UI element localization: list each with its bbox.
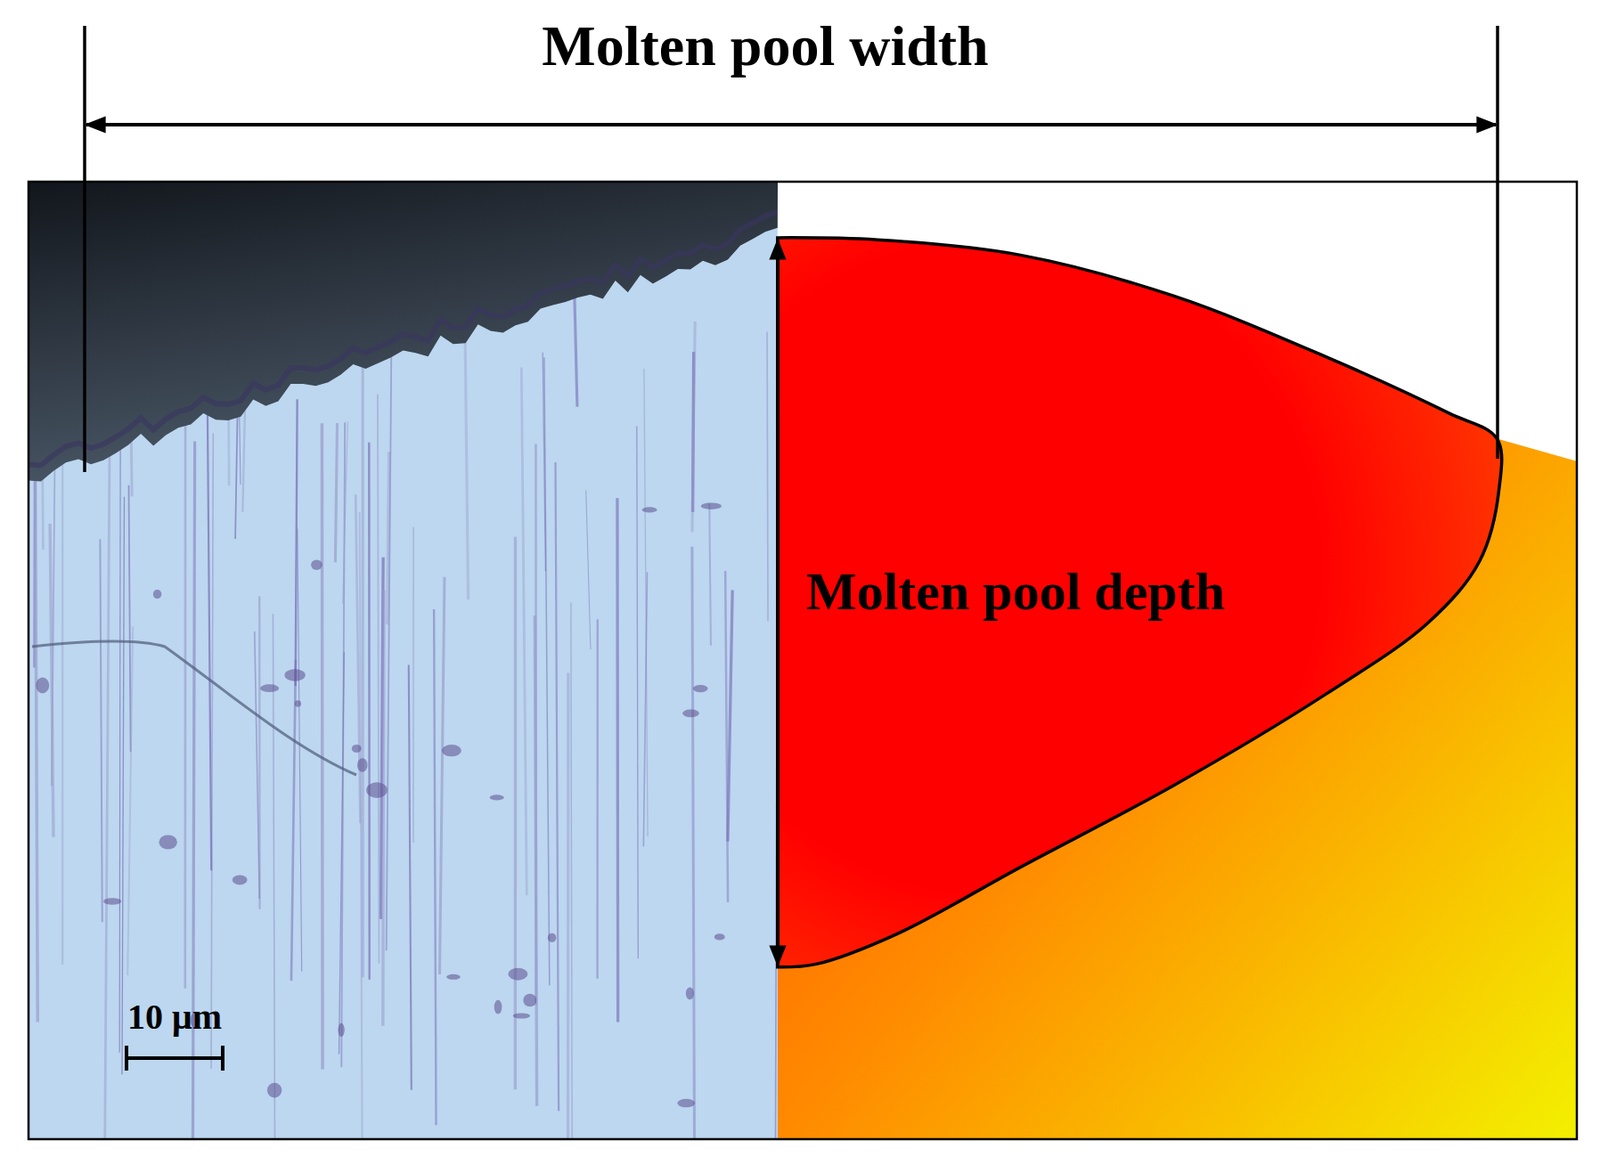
extension-line <box>1495 25 1500 459</box>
grain-streak <box>127 627 133 976</box>
frame <box>28 181 1577 1140</box>
scale-bar <box>126 1056 223 1061</box>
pore-spot <box>310 559 323 571</box>
pore-spot <box>232 874 248 885</box>
pore-spot <box>522 994 537 1008</box>
dimension-label: Molten pool width <box>541 15 988 78</box>
grain-streak <box>514 537 517 1090</box>
pore-spot <box>685 987 694 1000</box>
molten-pool <box>777 237 1503 968</box>
pore-spot <box>337 1023 344 1037</box>
grain-streak <box>433 609 436 1126</box>
pore-spot <box>441 744 462 757</box>
grain-streak <box>105 447 110 1140</box>
grain-streak <box>183 407 187 989</box>
pore-spot <box>507 968 528 981</box>
pore-spot <box>642 506 658 513</box>
grain-streak <box>99 538 102 923</box>
pore-spot <box>35 677 49 694</box>
grain-streak <box>709 503 711 646</box>
pore-spot <box>351 744 362 753</box>
pore-spot <box>267 1083 283 1099</box>
grain-streak <box>377 394 380 964</box>
pore-spot <box>682 709 700 718</box>
grain-streak <box>615 497 620 1022</box>
grain-streak <box>386 334 392 951</box>
dimension-label: Molten pool depth <box>806 562 1225 621</box>
pore-spot <box>494 1000 503 1015</box>
grain-streak <box>254 631 261 899</box>
grain-streak <box>122 497 124 1076</box>
pore-spot <box>284 669 305 682</box>
depth-dimension-arrow <box>775 240 780 965</box>
grain-streak <box>339 652 345 1054</box>
grain-streak <box>320 423 325 1070</box>
grain-streak <box>727 589 733 841</box>
pore-spot <box>714 933 726 940</box>
pore-spot <box>294 700 302 708</box>
grain-streak <box>542 352 546 572</box>
grain-streak <box>211 433 213 1070</box>
pore-spot <box>260 684 279 693</box>
grain-streak <box>571 603 573 1140</box>
scale-label: 10 μm <box>127 997 222 1037</box>
grain-streak <box>297 529 303 972</box>
micrograph-ground <box>28 181 778 1140</box>
scale-bar-tick <box>124 1045 129 1071</box>
pore-spot <box>446 974 461 980</box>
grain-streak <box>555 462 559 1111</box>
grain-streak <box>465 335 468 600</box>
pore-spot <box>677 1099 695 1109</box>
grain-streak <box>521 367 527 896</box>
grain-streak <box>408 664 412 1090</box>
pore-spot <box>158 835 177 850</box>
pore-spot <box>547 933 557 943</box>
grain-streak <box>586 489 591 649</box>
pore-spot <box>357 758 368 773</box>
grain-streak <box>383 590 384 1027</box>
width-dimension-arrow <box>86 122 1496 127</box>
grain-streak <box>129 485 131 752</box>
pore-spot <box>153 589 163 599</box>
grain-streak <box>295 399 298 686</box>
temperature-field <box>777 181 1577 1140</box>
grain-streak <box>595 619 599 980</box>
grain-streak <box>367 442 371 980</box>
pore-spot <box>693 685 709 693</box>
divider <box>777 181 779 1140</box>
grain-streak <box>725 571 728 903</box>
grain-streak <box>49 523 54 838</box>
grain-streak <box>342 421 348 604</box>
pore-spot <box>489 794 505 800</box>
grain-streak <box>692 546 695 1140</box>
pore-spot <box>513 1012 531 1019</box>
grain-streak <box>566 672 571 1140</box>
grain-streak <box>412 527 415 843</box>
grain-streak <box>439 577 444 975</box>
grain-streak <box>544 357 550 986</box>
scale-bar-tick <box>220 1045 225 1071</box>
rough-surface <box>28 212 778 466</box>
grain-streak <box>692 321 695 532</box>
pore-spot <box>366 782 388 799</box>
extension-line <box>82 25 87 473</box>
grain-streak <box>534 443 538 1005</box>
grain-streak <box>272 613 275 1140</box>
grain-streak <box>334 423 337 563</box>
grain-streak <box>766 332 769 622</box>
grain-streak <box>643 572 647 848</box>
pore-spot <box>701 502 722 509</box>
grain-streak <box>291 660 296 981</box>
pore-spot <box>103 897 122 906</box>
resin-region <box>28 181 778 482</box>
grain-streak <box>636 426 638 960</box>
crack-line <box>32 641 357 776</box>
